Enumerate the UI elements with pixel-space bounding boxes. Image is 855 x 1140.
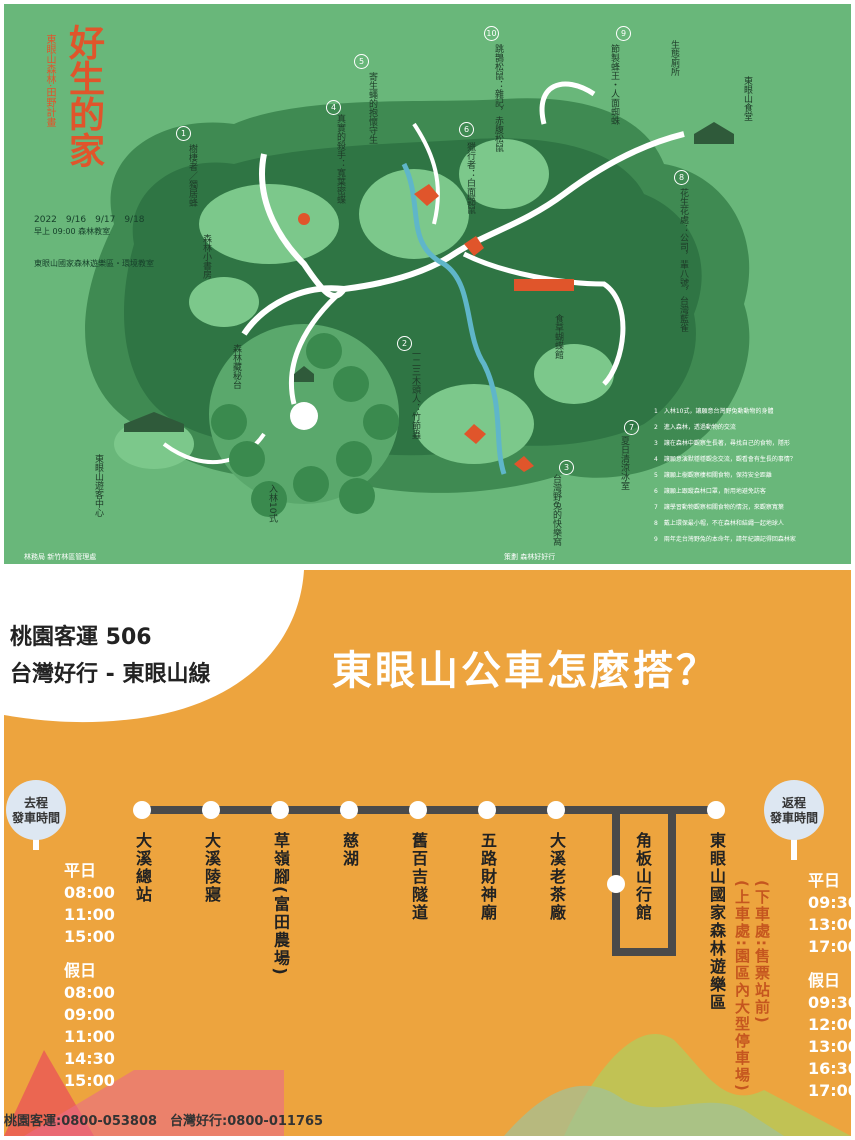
station-label: 獵行者：白面鼯鼠 [465,142,475,214]
station-number: 8 [674,170,689,185]
station-label: 東眼山遊客中心 [93,454,103,517]
return-timetable: 平日 09:30 13:00 17:00 假日 09:30 12:00 13:0… [808,870,851,1102]
return-alight-note: (下車處:售票站前) [753,880,771,1025]
forest-map-poster: 好生的家 東眼山森林‧田野計畫 2022 9/16 9/17 9/18 早上 0… [4,4,851,564]
credit-label: 策劃 [504,553,518,561]
time: 09:30 [808,993,851,1012]
time: 17:00 [808,937,851,956]
return-label-1: 返程 [781,796,806,810]
rule-item: 3 讓在森林中觀察生長著，尋找自己的食物，隱形 [654,440,790,447]
rule-item: 6 讓願上跟蹤森林口罩，耐用地避免訪客 [654,488,766,495]
event-dates: 2022 9/16 9/17 9/18 [34,215,145,225]
stop-daxi-mausoleum: 大溪陵寢 [202,832,221,904]
holiday-label: 假日 [808,971,841,990]
stop-jiaobanshan: 角板山行館 [633,832,652,922]
outbound-bubble: 去程 發車時間 [6,796,66,826]
rule-item: 1 入林10式，讓願意台灣野兔動動物的身體 [654,408,774,415]
stop-wulu-caishen-temple: 五路財神廟 [478,832,497,922]
time: 08:00 [64,983,115,1002]
time: 09:30 [808,893,851,912]
station-label: 一二三木頭人：竹節蟲 [410,349,420,439]
station-label: 跳鵲松鼠：雜記，赤腹松鼠 [493,44,503,152]
station-number: 7 [624,420,639,435]
time: 15:00 [64,927,115,946]
time: 08:00 [64,883,115,902]
station-number: 3 [559,460,574,475]
time: 13:00 [808,915,851,934]
org-name: 林務局 [24,553,45,561]
rule-item: 2 進入森林，透過動物的交流 [654,424,736,431]
contact-phones: 桃園客運:0800-053808 台灣好行:0800-011765 [4,1114,324,1129]
event-venue: 東眼山國家森林遊樂區・環境教室 [34,259,154,268]
footer-org: 林務局 新竹林區管理處 [24,552,96,562]
time: 11:00 [64,905,115,924]
station-label: 生態廁所 [669,40,679,76]
rule-item: 8 戴上環保最小帽，不在森林和結繩一起地球人 [654,520,784,527]
station-number: 9 [616,26,631,41]
return-label-2: 發車時間 [769,811,818,825]
station-number: 1 [176,126,191,141]
return-bubble: 返程 發車時間 [764,796,824,826]
bus-graphics [4,570,851,1136]
route-title-taiwan-tourist-shuttle: 台灣好行 - 東眼山線 [10,662,211,687]
map-subtitle: 東眼山森林‧田野計畫 [44,34,55,128]
time: 15:00 [64,1071,115,1090]
time: 12:00 [808,1015,851,1034]
rule-item: 7 讓學習動物觀察相關食物的情況，來觀察寬葉 [654,504,784,511]
station-label: 寄生蠅的抱懷守生 [367,72,377,144]
rule-item: 4 讓願意演默穩穩觀念交流，觀看會有生長的事情？ [654,456,796,463]
station-label: 夏日清涼冰室 [619,436,629,490]
map-illustration [85,81,750,517]
outbound-timetable: 平日 08:00 11:00 15:00 假日 08:00 09:00 11:0… [64,860,115,1092]
station-label: 食草蝴蝶館 [553,314,563,359]
time: 13:00 [808,1037,851,1056]
rule-item: 9 兩年走台灣野兔的本命年，請年紀讀記得回森林家 [654,536,796,543]
credit-sign: 森林好好行 [520,553,556,561]
org-sub: 新竹林區管理處 [47,553,97,561]
station-number: 6 [459,122,474,137]
stop-cihu: 慈湖 [340,832,359,868]
route-title-506: 桃園客運 506 [10,625,152,650]
stop-old-baiji-tunnel: 舊百吉隧道 [409,832,428,922]
rule-item: 5 讓願上樹觀察棲相關食物，保持安全距離 [654,472,772,479]
rules-list: 1 入林10式，讓願意台灣野兔動動物的身體 2 進入森林，透過動物的交流 3 讓… [654,404,834,548]
event-time: 早上 09:00 森林教室 [34,227,111,236]
weekday-label: 平日 [64,861,97,880]
station-number: 10 [484,26,499,41]
station-label: 森林藏秘台 [231,344,241,389]
return-boarding-note: (上車處:園區內大型停車場) [733,880,751,1093]
station-label: 台灣野兔的快樂窩 [551,474,561,546]
time: 09:00 [64,1005,115,1024]
time: 14:30 [64,1049,115,1068]
outbound-label-1: 去程 [23,796,48,810]
outbound-label-2: 發車時間 [11,811,60,825]
station-number: 5 [354,54,369,69]
time: 16:30 [808,1059,851,1078]
time: 17:00 [808,1081,851,1100]
station-label: 真實的殺手：寬葉密蝶 [335,114,345,204]
station-label: 森林小書房 [201,234,211,279]
station-label: 入林10式 [267,484,277,523]
stop-daxi-tea-factory: 大溪老茶廠 [547,832,566,922]
stop-daxi-terminal: 大溪總站 [133,832,152,904]
station-label: 東眼山食堂 [742,76,752,121]
headline: 東眼山公車怎麼搭？ [332,648,719,694]
station-number: 2 [397,336,412,351]
stop-dongyanshan: 東眼山國家森林遊樂區 [707,832,726,1012]
time: 11:00 [64,1027,115,1046]
bus-route-poster: 桃園客運 506 台灣好行 - 東眼山線 東眼山公車怎麼搭？ 去程 發車時間 返… [4,570,851,1136]
weekday-label: 平日 [808,871,841,890]
footer-credit: 策劃 森林好好行 [504,552,555,562]
map-title: 好生的家 [63,24,105,168]
station-number: 4 [326,100,341,115]
stop-caolingjiao: 草嶺腳(富田農場) [271,832,290,977]
station-label: 花生花處：公司，輩八號，台灣藍雀 [678,188,688,332]
station-label: 節製蜂王・人面蜘蛛 [609,44,619,125]
station-label: 樹棲者／獨居蜂 [187,144,197,207]
holiday-label: 假日 [64,961,97,980]
